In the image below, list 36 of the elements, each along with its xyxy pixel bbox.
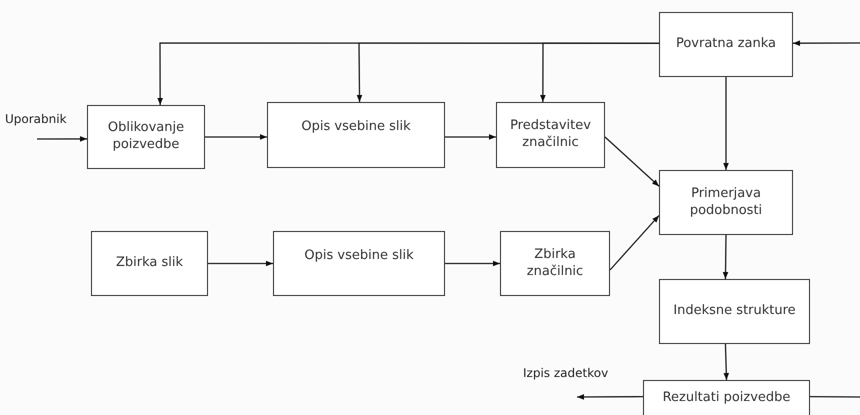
arrow [37, 136, 87, 142]
process-box [273, 231, 445, 296]
box-label: Opis vsebine slik [301, 119, 411, 136]
process-box [496, 102, 605, 168]
edge-label: Izpis zadetkov [522, 366, 610, 380]
box-label: Primerjava podobnosti [688, 186, 764, 220]
box-label: Zbirka slik [116, 255, 184, 272]
box-label: Predstavitev značilnic [509, 118, 592, 152]
arrow [577, 394, 643, 400]
box-label: Opis vsebine slik [304, 248, 414, 265]
box-label: Rezultati poizvedbe [662, 390, 790, 407]
process-box [659, 170, 793, 235]
box-label: Povratna zanka [676, 36, 776, 53]
arrow [610, 215, 660, 270]
arrow [604, 136, 660, 187]
arrow [723, 77, 729, 170]
arrow [793, 40, 860, 46]
arrow [208, 260, 273, 266]
process-box [643, 380, 810, 415]
arrow [540, 42, 659, 102]
box-label: Oblikovanje poizvedbe [106, 120, 186, 154]
connector-line [810, 396, 860, 398]
arrow [722, 235, 728, 279]
process-box [87, 105, 205, 169]
process-box [267, 102, 445, 168]
arrow [445, 260, 500, 266]
edge-label: Uporabnik [4, 112, 68, 126]
process-box [659, 279, 810, 344]
process-box [91, 231, 208, 296]
arrow [205, 134, 267, 140]
process-box [659, 12, 793, 77]
box-label: Zbirka značilnic [526, 246, 584, 280]
box-label: Indeksne strukture [673, 303, 796, 320]
process-box [500, 231, 610, 296]
arrow [445, 134, 496, 140]
arrow [724, 344, 730, 380]
